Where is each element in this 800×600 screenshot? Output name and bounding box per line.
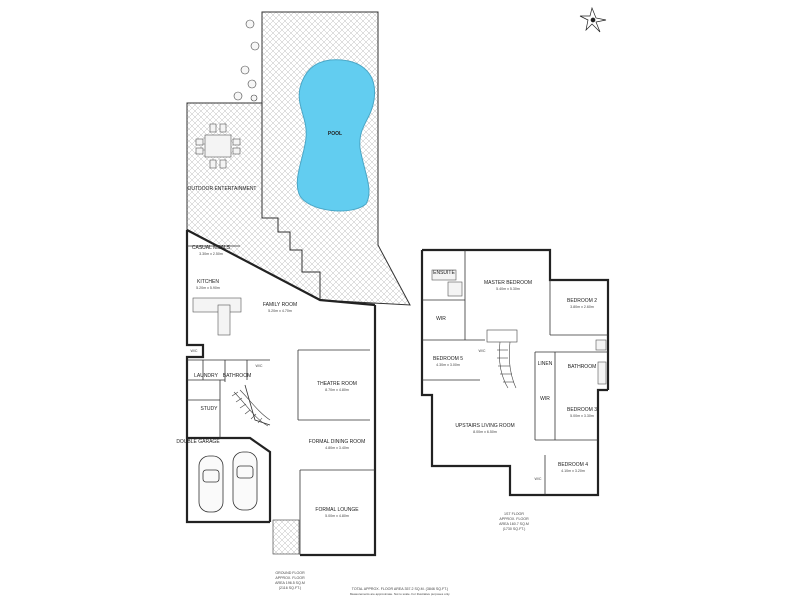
car-icon bbox=[198, 451, 258, 513]
room-label: LINEN bbox=[538, 361, 553, 367]
room-label: FORMAL DINING ROOM bbox=[309, 439, 365, 445]
svg-text:APPROX. FLOOR: APPROX. FLOOR bbox=[499, 517, 529, 521]
svg-text:APPROX. FLOOR: APPROX. FLOOR bbox=[275, 576, 305, 580]
ground-floor-caption: GROUND FLOOR APPROX. FLOOR AREA 196.5 SQ… bbox=[275, 571, 305, 590]
svg-text:1ST FLOOR: 1ST FLOOR bbox=[504, 512, 524, 516]
room-label: OUTDOOR ENTERTAINMENT bbox=[188, 186, 257, 192]
room-dims: 4.30m x 3.00m bbox=[436, 363, 460, 367]
room-label: ENSUITE bbox=[433, 270, 455, 276]
room-label: KITCHEN bbox=[197, 279, 219, 285]
room-label: BATHROOM bbox=[568, 364, 597, 370]
svg-text:(2116 SQ.FT.): (2116 SQ.FT.) bbox=[279, 586, 301, 590]
svg-text:GROUND FLOOR: GROUND FLOOR bbox=[275, 571, 305, 575]
svg-text:TOTAL APPROX. FLOOR AREA 357.2: TOTAL APPROX. FLOOR AREA 357.2 SQ.M. (38… bbox=[352, 587, 448, 591]
room-label: BEDROOM 5 bbox=[433, 356, 463, 362]
staircase-icon bbox=[231, 389, 271, 427]
ground-floor-walls bbox=[185, 229, 377, 557]
room-dims: 8.00m x 6.50m bbox=[473, 430, 497, 434]
room-label: UPSTAIRS LIVING ROOM bbox=[455, 423, 514, 429]
room-dims: 3.80m x 2.60m bbox=[570, 305, 594, 309]
room-label: LAUNDRY bbox=[194, 373, 218, 379]
room-label: BATHROOM bbox=[223, 373, 252, 379]
compass-icon bbox=[579, 6, 607, 33]
room-label: BEDROOM 4 bbox=[558, 462, 588, 468]
room-label: DOUBLE GARAGE bbox=[176, 439, 220, 445]
wc-label: W/C bbox=[535, 477, 542, 481]
wc-label: W/C bbox=[191, 349, 198, 353]
room-label: FORMAL LOUNGE bbox=[315, 507, 359, 513]
total-area-caption: TOTAL APPROX. FLOOR AREA 357.2 SQ.M. (38… bbox=[350, 587, 450, 596]
room-label: FAMILY ROOM bbox=[263, 302, 297, 308]
room-dims: 5.00m x 4.80m bbox=[325, 514, 349, 518]
entry-steps bbox=[272, 519, 300, 555]
outdoor-table-icon bbox=[195, 123, 241, 169]
room-label: THEATRE ROOM bbox=[317, 381, 357, 387]
svg-text:AREA 160.7 SQ.M: AREA 160.7 SQ.M bbox=[499, 522, 529, 526]
room-dims: 4.10m x 3.20m bbox=[561, 469, 585, 473]
room-dims: 3.30m x 2.50m bbox=[199, 252, 223, 256]
room-dims: 5.20m x 4.70m bbox=[268, 309, 292, 313]
svg-text:(1730 SQ.FT.): (1730 SQ.FT.) bbox=[503, 527, 526, 531]
wc-label: W/C bbox=[256, 364, 263, 368]
room-label: WIR bbox=[436, 316, 446, 322]
room-dims: 8.70m x 4.80m bbox=[325, 388, 349, 392]
room-label: BEDROOM 2 bbox=[567, 298, 597, 304]
pool-water bbox=[296, 59, 376, 212]
room-label: STUDY bbox=[201, 406, 219, 412]
room-label: CASUAL MEALS bbox=[192, 245, 231, 251]
room-dims: 5.40m x 5.30m bbox=[496, 287, 520, 291]
room-label: BEDROOM 3 bbox=[567, 407, 597, 413]
room-label: POOL bbox=[328, 131, 342, 137]
svg-text:Measurements are approximate.: Measurements are approximate. Not to sca… bbox=[350, 592, 450, 596]
room-label: MASTER BEDROOM bbox=[484, 280, 532, 286]
upper-floor-walls bbox=[420, 248, 610, 497]
room-dims: 4.80m x 3.40m bbox=[325, 446, 349, 450]
wc-label: W/C bbox=[479, 349, 486, 353]
room-dims: 5.20m x 5.90m bbox=[196, 286, 220, 290]
first-floor-caption: 1ST FLOOR APPROX. FLOOR AREA 160.7 SQ.M … bbox=[499, 512, 529, 531]
plant-icon bbox=[233, 19, 260, 102]
room-dims: 5.00m x 3.30m bbox=[570, 414, 594, 418]
svg-text:AREA 196.5 SQ.M: AREA 196.5 SQ.M bbox=[275, 581, 305, 585]
room-label: WIR bbox=[540, 396, 550, 402]
staircase-icon bbox=[486, 329, 518, 389]
